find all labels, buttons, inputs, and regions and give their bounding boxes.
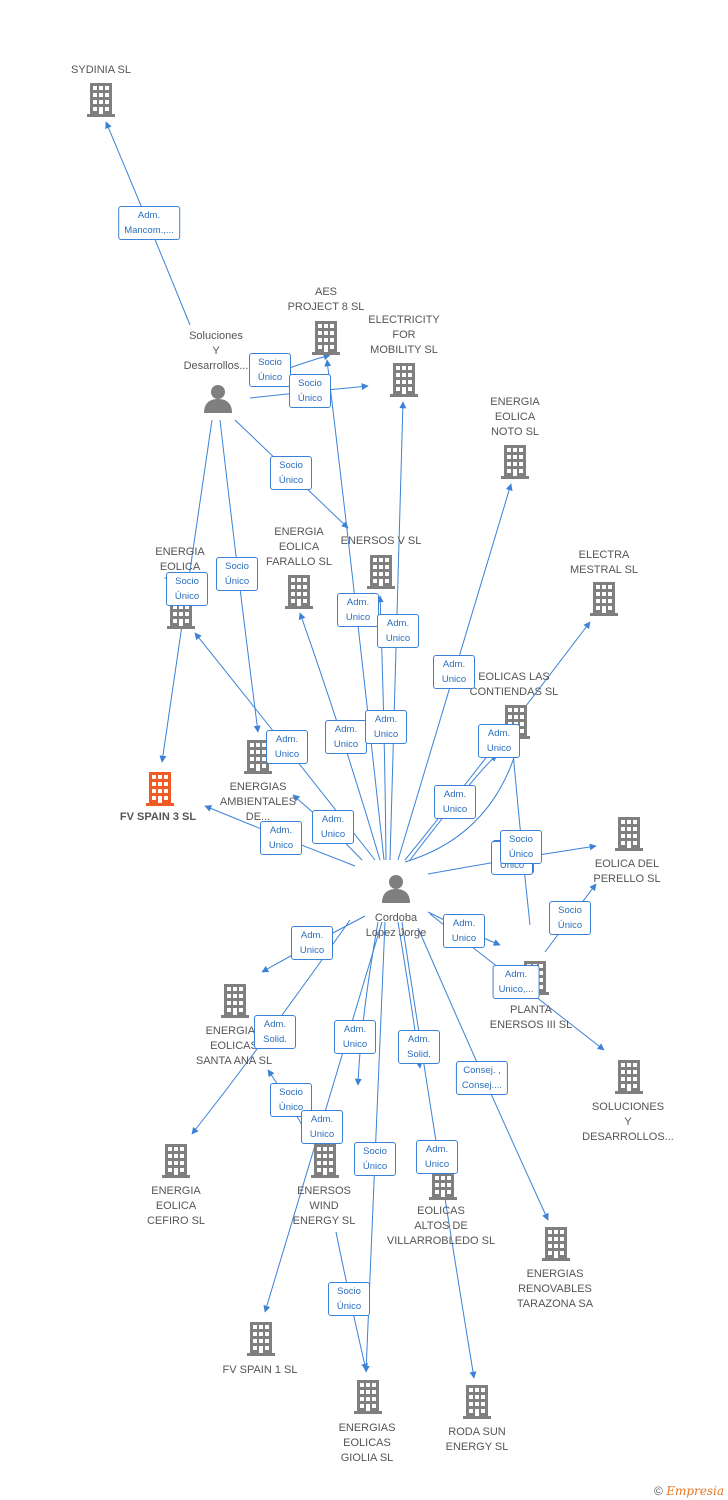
edge-role-label[interactable]: Adm. Unico — [301, 1110, 343, 1144]
node-label-giolia[interactable]: ENERGIAS EOLICAS GIOLIA SL — [338, 1422, 396, 1464]
edge-role-label[interactable]: Socio Único — [289, 374, 331, 408]
brand-logo[interactable]: Empresia — [666, 1484, 724, 1498]
node-label-wind[interactable]: ENERSOS WIND ENERGY SL — [292, 1185, 356, 1227]
company-building-icon[interactable] — [542, 1227, 570, 1261]
edge-role-label[interactable]: Adm. Solid. — [254, 1015, 296, 1049]
company-building-icon[interactable] — [247, 1322, 275, 1356]
node-label-perello[interactable]: EOLICA DEL PERELLO SL — [593, 858, 661, 885]
company-building-icon[interactable] — [367, 555, 395, 589]
company-building-icon[interactable] — [615, 1060, 643, 1094]
edge-line — [404, 744, 520, 863]
edge-role-label[interactable]: Socio Único — [249, 353, 291, 387]
edge-line — [404, 621, 591, 861]
node-label-noto[interactable]: ENERGIA EOLICA NOTO SL — [490, 396, 540, 438]
person-icon[interactable] — [204, 385, 232, 413]
company-building-icon[interactable] — [615, 817, 643, 851]
edge-role-label[interactable]: Socio Único — [549, 901, 591, 935]
node-label-soluciones-person[interactable]: Soluciones Y Desarrollos... — [183, 330, 249, 372]
edge-role-label[interactable]: Adm. Unico — [312, 810, 354, 844]
edge-role-label[interactable]: Adm. Unico — [443, 914, 485, 948]
edge-role-label[interactable]: Adm. Unico — [478, 724, 520, 758]
node-label-planta[interactable]: PLANTA ENERSOS III SL — [489, 1004, 573, 1031]
node-label-soluciones-co[interactable]: SOLUCIONES Y DESARROLLOS... — [582, 1101, 674, 1143]
node-label-ambientales[interactable]: ENERGIAS AMBIENTALES DE... — [219, 781, 297, 823]
company-building-icon[interactable] — [311, 1144, 339, 1178]
edge-role-label[interactable]: Socio Único — [500, 830, 542, 864]
node-label-electricity[interactable]: ELECTRICITY FOR MOBILITY SL — [368, 314, 440, 356]
company-building-icon[interactable] — [390, 363, 418, 397]
node-label-enersos-v[interactable]: ENERSOS V SL — [340, 535, 422, 547]
company-building-icon[interactable] — [162, 1144, 190, 1178]
node-label-fvspain3[interactable]: FV SPAIN 3 SL — [119, 811, 197, 823]
node-label-rodasun[interactable]: RODA SUN ENERGY SL — [445, 1426, 509, 1453]
company-building-icon[interactable] — [501, 445, 529, 479]
edge-role-label[interactable]: Adm. Unico — [416, 1140, 458, 1174]
company-building-icon[interactable] — [463, 1385, 491, 1419]
edge-role-label[interactable]: Adm. Mancom.,... — [118, 206, 180, 240]
edge-role-label[interactable]: Socio Único — [354, 1142, 396, 1176]
edge-line — [354, 921, 379, 1086]
node-label-contiendas[interactable]: EOLICAS LAS CONTIENDAS SL — [469, 671, 559, 698]
node-label-fvspain1[interactable]: FV SPAIN 1 SL — [222, 1364, 298, 1376]
edge-role-label[interactable]: Socio Único — [166, 572, 208, 606]
company-building-icon[interactable] — [354, 1380, 382, 1414]
company-building-icon[interactable] — [312, 321, 340, 355]
edge-role-label[interactable]: Socio Único — [328, 1282, 370, 1316]
edge-role-label[interactable]: Adm. Unico — [325, 720, 367, 754]
edge-role-label[interactable]: Adm. Unico,... — [492, 965, 540, 999]
edge-role-label[interactable]: Adm. Unico — [260, 821, 302, 855]
node-label-santaana[interactable]: ENERGIAS EOLICAS SANTA ANA SL — [195, 1025, 273, 1067]
edge-role-label[interactable]: Adm. Unico — [365, 710, 407, 744]
node-label-farallo[interactable]: ENERGIA EOLICA FARALLO SL — [265, 526, 333, 568]
footer: © Empresia — [654, 1484, 724, 1498]
node-label-tarazona[interactable]: ENERGIAS RENOVABLES TARAZONA SA — [516, 1268, 594, 1310]
node-label-cefiro[interactable]: ENERGIA EOLICA CEFIRO SL — [146, 1185, 206, 1227]
edge-role-label[interactable]: Adm. Unico — [377, 614, 419, 648]
edge-role-label[interactable]: Adm. Unico — [291, 926, 333, 960]
node-label-cordoba[interactable]: Cordoba Lopez Jorge — [365, 912, 427, 939]
company-building-icon[interactable] — [221, 984, 249, 1018]
node-label-villarrobledo[interactable]: EOLICAS ALTOS DE VILLARROBLEDO SL — [386, 1205, 496, 1247]
company-building-icon[interactable] — [590, 582, 618, 616]
company-building-icon[interactable] — [87, 83, 115, 117]
edge-role-label[interactable]: Adm. Unico — [433, 655, 475, 689]
edge-role-label[interactable]: Adm. Solid. — [398, 1030, 440, 1064]
edge-role-label[interactable]: Adm. Unico — [337, 593, 379, 627]
edge-role-label[interactable]: Consej. , Consej.... — [455, 1061, 509, 1095]
focus-company-icon[interactable] — [146, 772, 174, 806]
node-label-aes[interactable]: AES PROJECT 8 SL — [287, 286, 365, 313]
edge-role-label[interactable]: Adm. Unico — [334, 1020, 376, 1054]
person-icon[interactable] — [382, 875, 410, 903]
node-label-mestral[interactable]: ELECTRA MESTRAL SL — [569, 549, 639, 576]
copyright-icon: © — [654, 1484, 663, 1498]
edge-role-label[interactable]: Adm. Unico — [434, 785, 476, 819]
edge-role-label[interactable]: Socio Único — [216, 557, 258, 591]
company-building-icon[interactable] — [285, 575, 313, 609]
edge-role-label[interactable]: Adm. Unico — [266, 730, 308, 764]
edge-role-label[interactable]: Socio Único — [270, 456, 312, 490]
node-label-sydinia[interactable]: SYDINIA SL — [71, 64, 131, 76]
